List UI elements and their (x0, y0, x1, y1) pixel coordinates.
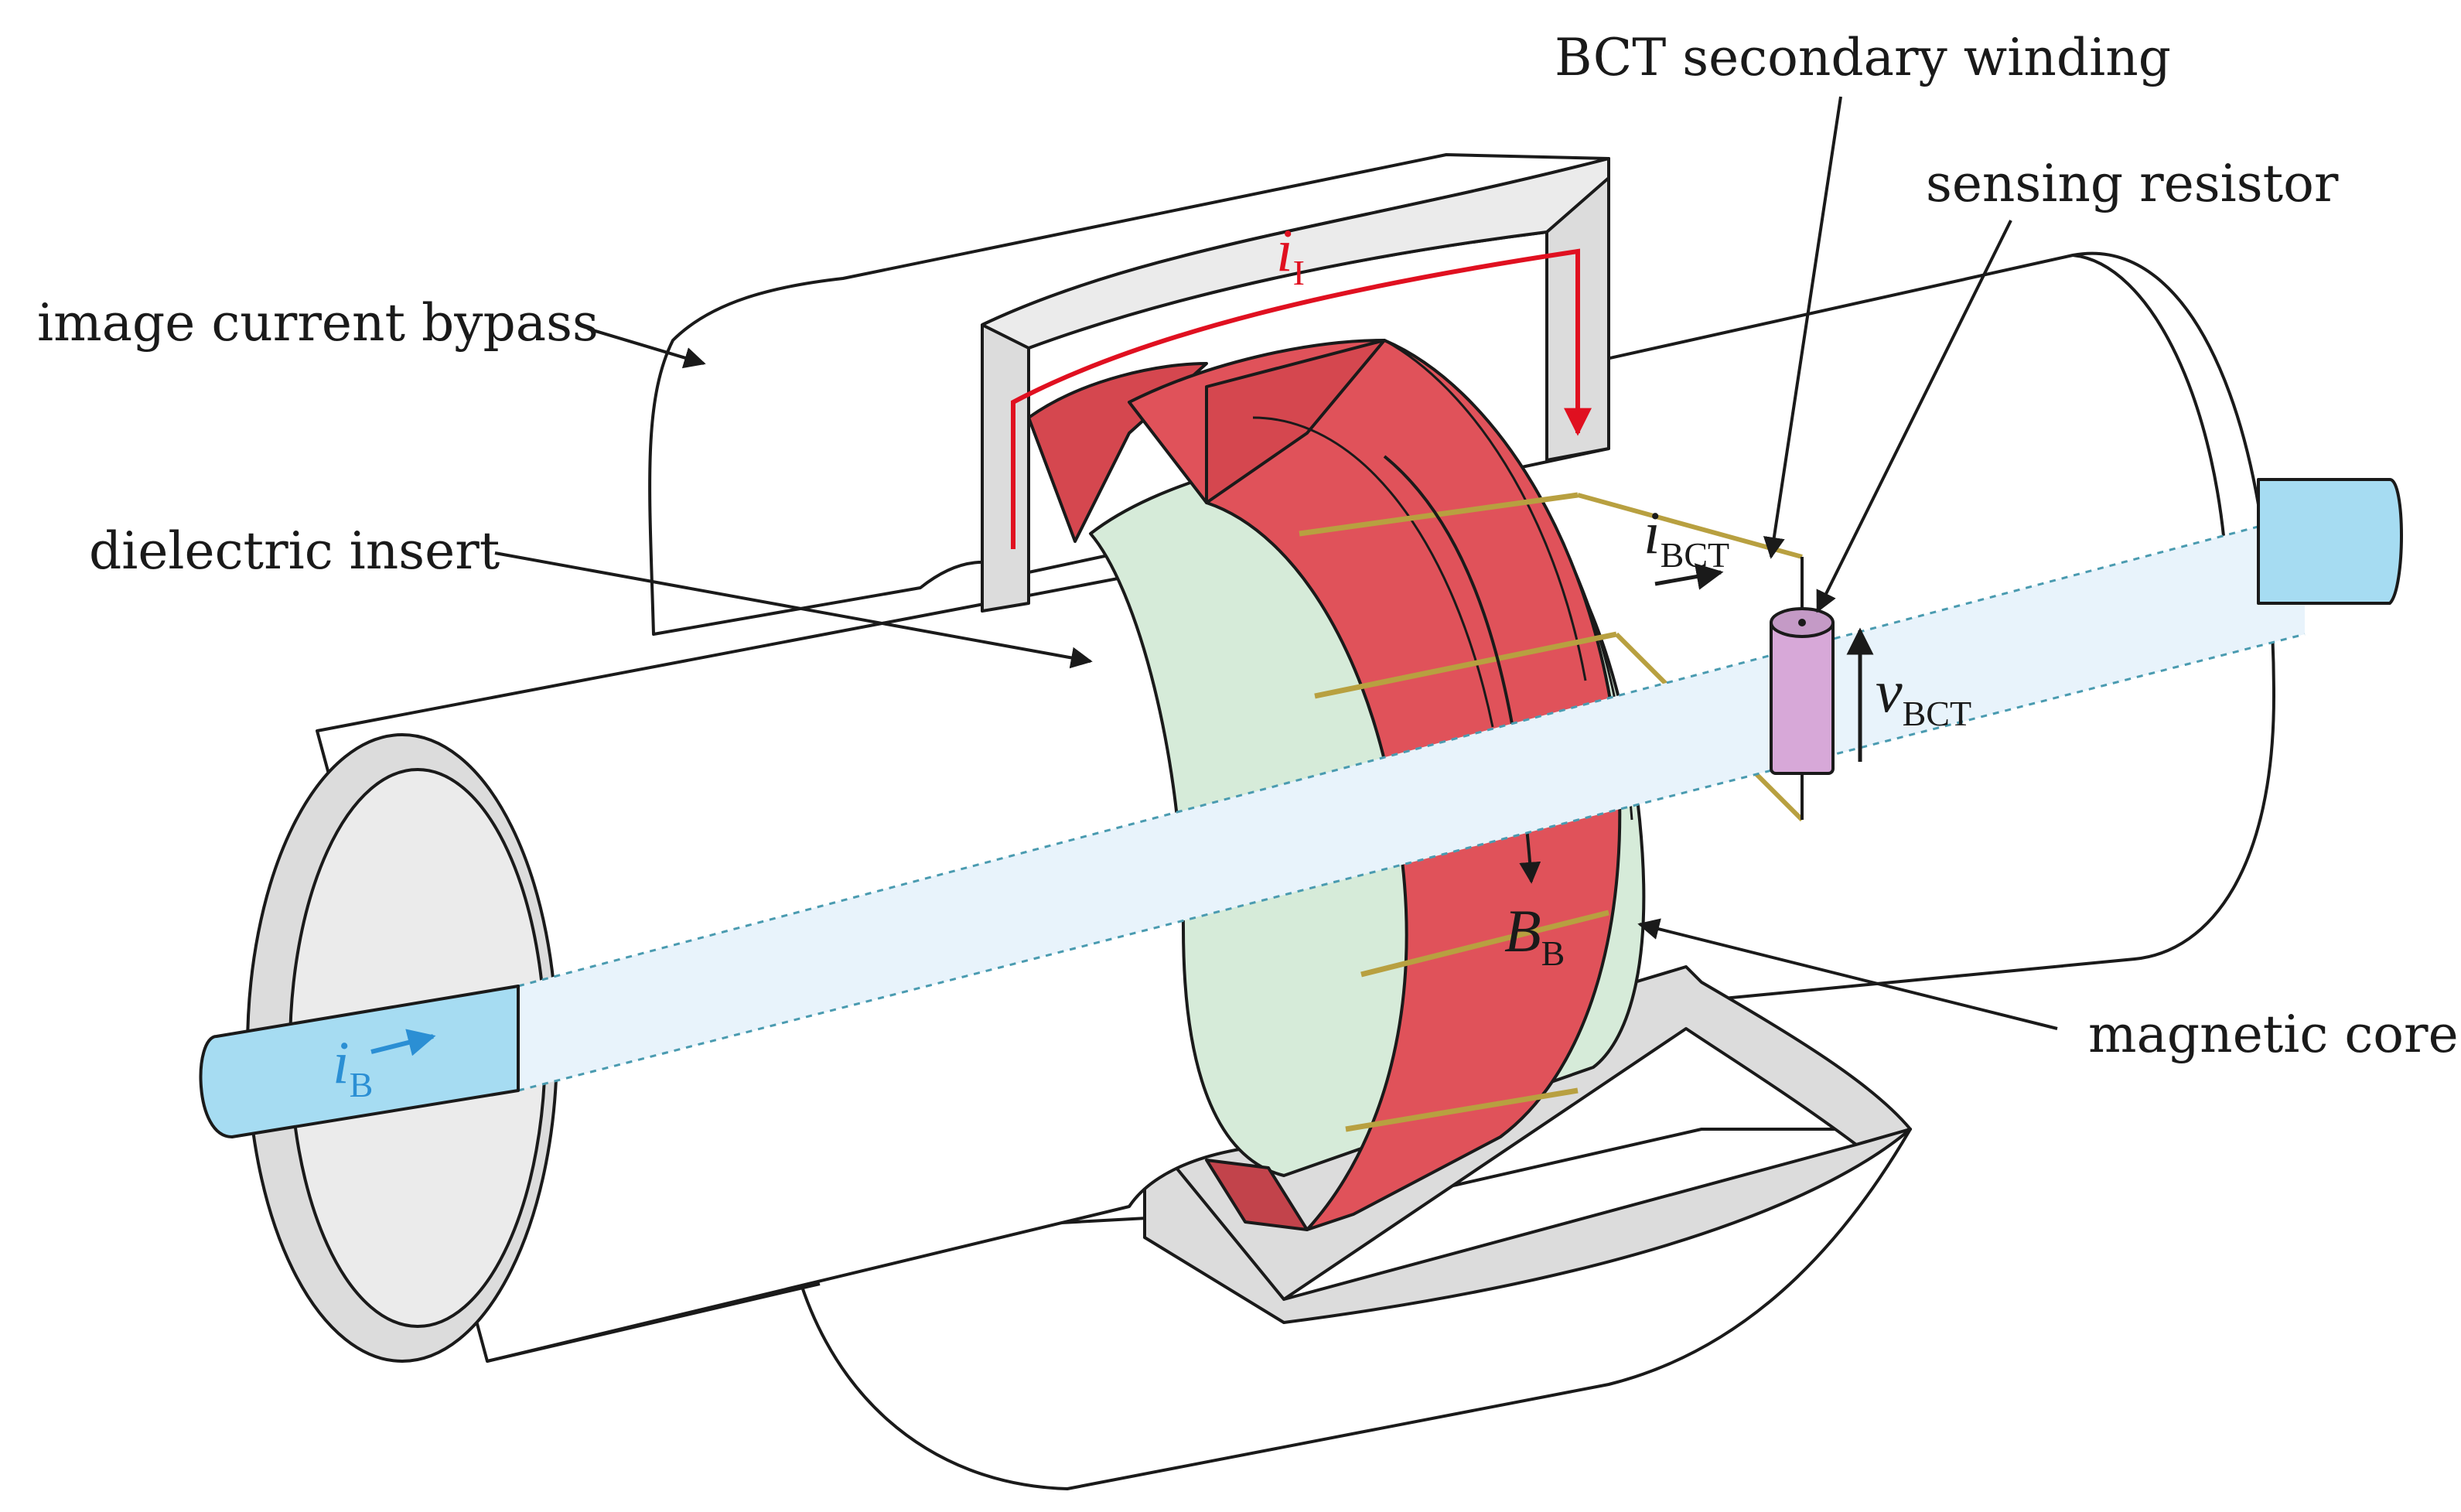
label-image-current-bypass: image current bypass (37, 293, 599, 353)
image-current-arrow (1011, 248, 1592, 549)
symbol-beam-current: iB (333, 1029, 373, 1104)
leader-magnetic-core (1637, 918, 2058, 1030)
sensing-resistor (1770, 557, 1835, 820)
leader-sensing-resistor (1816, 220, 2012, 613)
leader-lines (494, 96, 2058, 1030)
symbol-bct-current: iBCT (1644, 499, 1729, 575)
label-dielectric-insert: dielectric insert (89, 521, 500, 581)
leader-dielectric-insert (494, 551, 1093, 669)
image-current-bypass-cut-section (981, 157, 1610, 613)
leader-bct-secondary-winding (1763, 96, 1842, 559)
label-magnetic-core: magnetic core (2088, 1005, 2459, 1064)
leader-image-current-bypass (587, 327, 706, 369)
symbol-image-current: iI (1276, 217, 1305, 292)
symbol-bct-voltage: vBCT (1876, 657, 1971, 733)
magnetic-core (1027, 339, 1804, 1231)
bct-current-arrow (1654, 563, 1724, 590)
label-bct-secondary-winding: BCT secondary winding (1555, 28, 2171, 87)
label-sensing-resistor: sensing resistor (1926, 154, 2339, 213)
symbol-magnetic-field: BB (1504, 897, 1565, 973)
